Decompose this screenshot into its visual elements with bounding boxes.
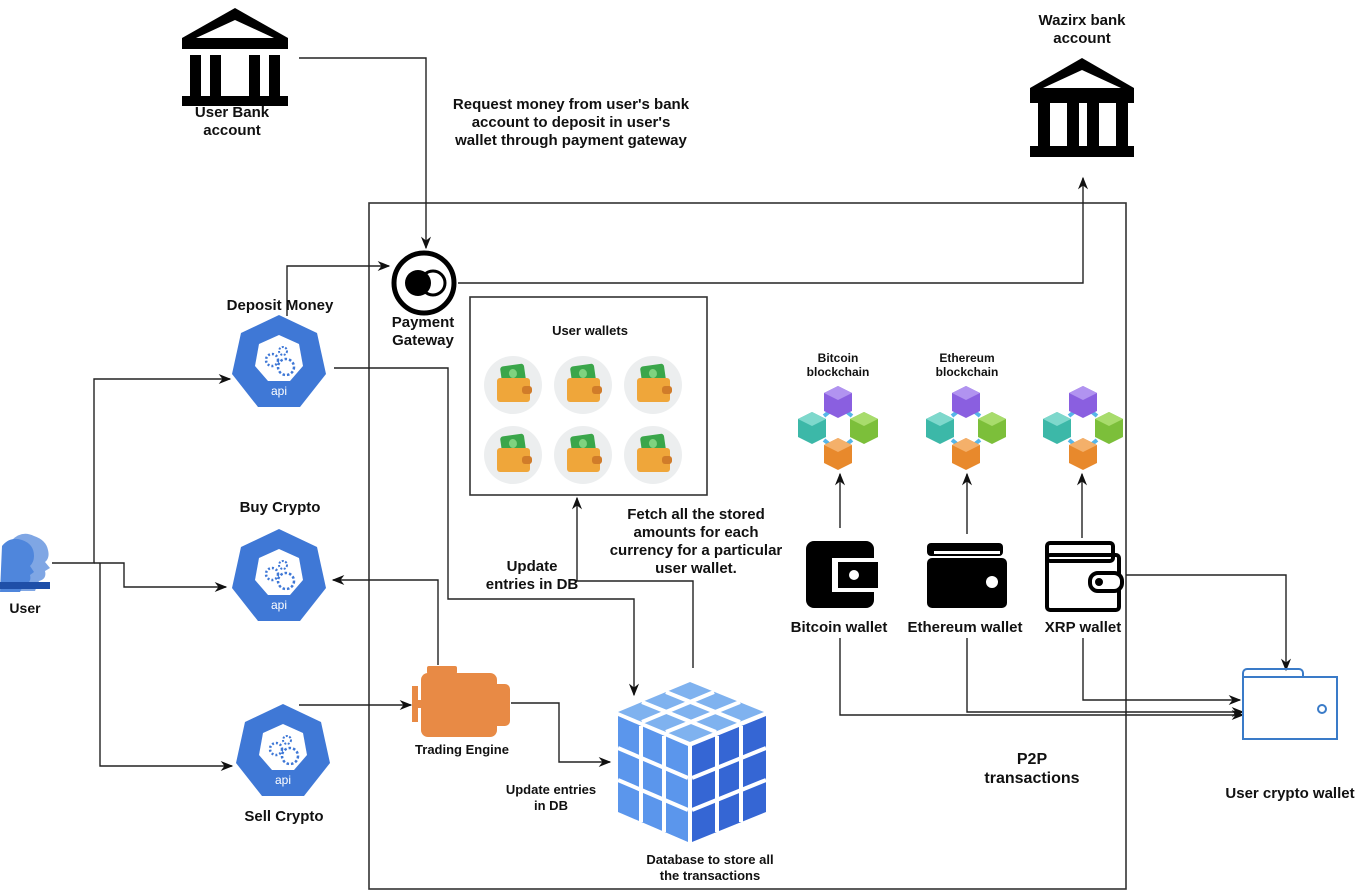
xrp-wallet-icon [1045, 541, 1124, 612]
edge-deposit-to-db [334, 367, 640, 697]
edge-eth-p2p [966, 638, 1245, 718]
update-entries-annotation-1: Update entries in DB [485, 558, 579, 593]
ethereum-wallet-icon [927, 543, 1007, 608]
buy-api-icon [232, 529, 326, 621]
edge-bank-to-gateway [299, 57, 432, 250]
user-crypto-wallet-label: User crypto wallet [1225, 785, 1355, 802]
edge-user-to-buy [94, 562, 228, 593]
user-crypto-wallet-icon [1242, 668, 1338, 740]
sell-api-text: api [274, 773, 291, 787]
buy-api-text: api [270, 598, 287, 612]
backend-container [368, 202, 1127, 890]
user-wallet-icon [484, 356, 542, 414]
deposit-money-label: Deposit Money [226, 297, 334, 314]
request-money-annotation: Request money from user's bank account t… [452, 96, 690, 149]
edge-xrp-p2p [1082, 638, 1242, 706]
database-cube-icon [617, 682, 767, 842]
p2p-transactions-label: P2P transactions [984, 751, 1080, 788]
edge-engine-to-db [511, 702, 612, 768]
ethereum-blockchain-icon [924, 384, 1008, 472]
user-wallet-icon [624, 426, 682, 484]
wazirx-bank-icon [1030, 58, 1134, 157]
sell-crypto-label: Sell Crypto [244, 808, 324, 825]
edge-deposit-to-gateway [286, 260, 391, 316]
database-label: Database to store all the transactions [646, 852, 774, 883]
edge-user-to-deposit [52, 373, 232, 564]
bitcoin-blockchain-icon [796, 384, 880, 472]
wazirx-bank-label: Wazirx bank account [1038, 12, 1126, 47]
deposit-api-icon [232, 315, 326, 407]
user-wallet-icon [484, 426, 542, 484]
user-icon [0, 533, 50, 592]
bitcoin-blockchain-label: Bitcoin blockchain [806, 351, 870, 380]
sell-api-icon [236, 704, 330, 796]
ethereum-wallet-label: Ethereum wallet [907, 619, 1023, 636]
edge-engine-to-buy [331, 574, 439, 665]
trading-engine-label: Trading Engine [415, 742, 509, 757]
edge-btc-p2p [839, 638, 1245, 721]
user-wallets-label: User wallets [552, 323, 628, 338]
user-wallets-grid [484, 356, 684, 486]
engine-icon [412, 666, 510, 737]
edge-gateway-to-wazirx [458, 176, 1089, 284]
buy-crypto-label: Buy Crypto [239, 499, 321, 516]
user-wallet-icon [554, 356, 612, 414]
user-label: User [9, 600, 41, 616]
bitcoin-wallet-icon [806, 541, 878, 608]
xrp-blockchain-icon [1041, 384, 1125, 472]
update-entries-annotation-2: Update entries in DB [505, 782, 597, 813]
user-bank-icon [182, 8, 288, 106]
bitcoin-wallet-label: Bitcoin wallet [790, 619, 888, 636]
user-wallet-icon [624, 356, 682, 414]
edge-user-to-sell [99, 563, 234, 772]
ethereum-blockchain-label: Ethereum blockchain [935, 351, 999, 380]
user-wallet-icon [554, 426, 612, 484]
xrp-wallet-label: XRP wallet [1044, 619, 1122, 636]
edge-xrp-to-user-crypto-wallet [1126, 574, 1292, 672]
user-bank-label: User Bank account [194, 104, 270, 139]
fetch-amounts-annotation: Fetch all the stored amounts for each cu… [609, 506, 783, 577]
edge-db-to-wallets [571, 496, 694, 668]
payment-gateway-icon [391, 250, 457, 316]
deposit-api-text: api [270, 384, 287, 398]
payment-gateway-label: Payment Gateway [391, 314, 455, 349]
